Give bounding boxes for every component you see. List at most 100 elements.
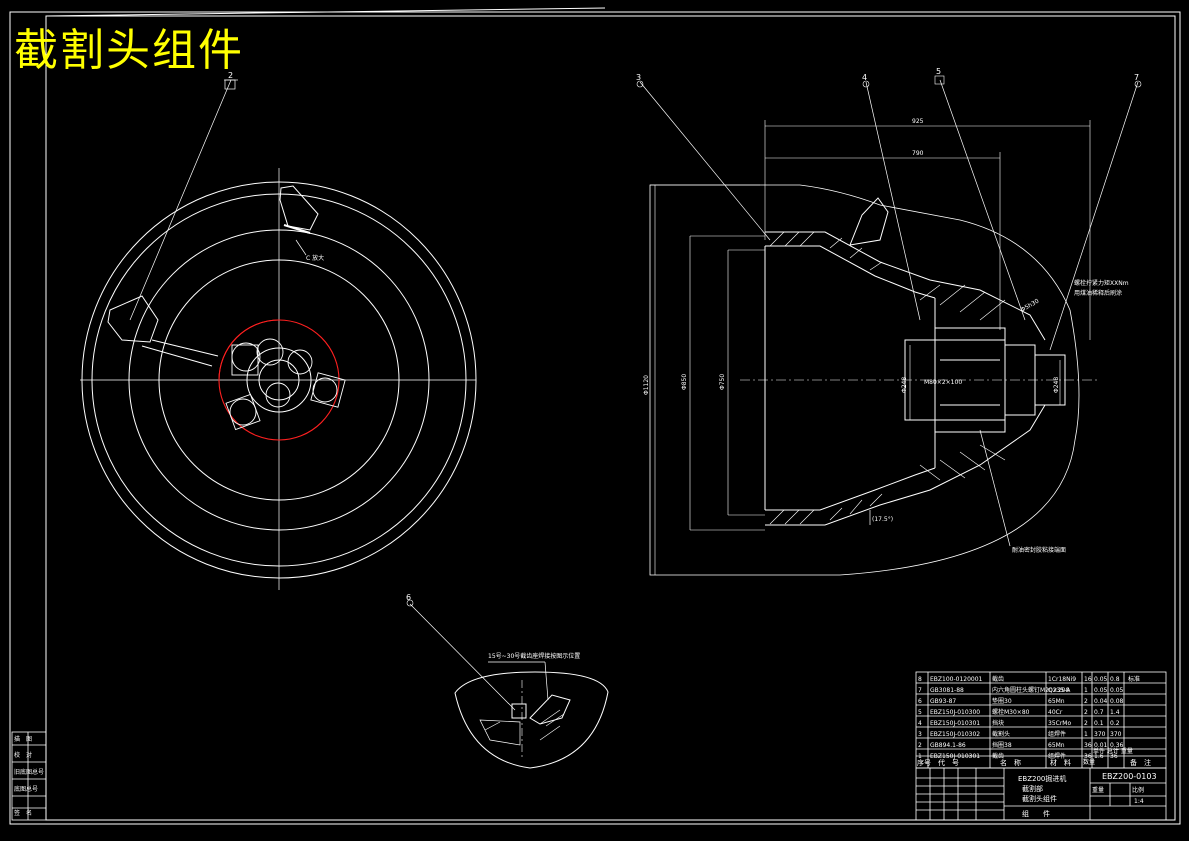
parts-row-4-qty: 2 xyxy=(1084,720,1088,727)
parts-row-7-tw: 0.05 xyxy=(1110,687,1124,694)
hdr-name: 名 称 xyxy=(1000,758,1021,767)
parts-row-4-no: 4 xyxy=(918,720,922,727)
parts-row-8-material: 1Cr18Ni9 xyxy=(1048,676,1076,683)
strip-label-1: 描 图 xyxy=(14,735,32,743)
parts-row-4-code: EBZ150J-010301 xyxy=(930,720,980,727)
parts-row-6-w: 0.04 xyxy=(1094,698,1108,705)
parts-row-3-code: EBZ150J-010302 xyxy=(930,731,980,738)
dim-248: Φ248 xyxy=(901,377,908,393)
balloon-6: 6 xyxy=(406,593,411,602)
parts-row-5-no: 5 xyxy=(918,709,922,716)
parts-row-2-no: 2 xyxy=(918,742,922,749)
detail-note: 15号~30号截齿座焊接按图示位置 xyxy=(488,652,580,660)
parts-row-1-code: EBZ150J-010301 xyxy=(930,753,980,760)
parts-row-4-name: 挡块 xyxy=(992,719,1004,727)
parts-row-2-tw: 0.36 xyxy=(1110,742,1124,749)
parts-row-3-name: 截割头 xyxy=(992,730,1010,738)
front-view-note: C 放大 xyxy=(306,254,324,262)
dim-bore: M80×2×100 xyxy=(924,379,962,386)
balloon-2: 2 xyxy=(228,71,233,80)
drawing-frame xyxy=(9,7,1181,825)
hdr-note: 备 注 xyxy=(1130,758,1151,767)
dim-790: 790 xyxy=(912,150,924,157)
parts-row-5-material: 40Cr xyxy=(1048,709,1063,716)
parts-row-3-w: 370 xyxy=(1094,731,1106,738)
dim-750: Φ750 xyxy=(719,374,726,390)
hdr-material: 材 料 xyxy=(1050,758,1071,767)
detail-view xyxy=(406,599,609,769)
weight-label: 重量 xyxy=(1092,786,1104,794)
left-strip-labels: 描 图 校 对 旧底图总号 底图总号 签 名 xyxy=(14,735,44,817)
front-view xyxy=(80,79,477,590)
parts-row-1-tw: 36 xyxy=(1110,753,1118,760)
parts-row-7-material: Q235-A xyxy=(1048,687,1071,694)
parts-row-2-name: 挡圈38 xyxy=(992,741,1012,749)
note-torque-1: 螺栓拧紧力矩XXNm xyxy=(1074,279,1129,287)
parts-table-grid xyxy=(915,671,1167,769)
dim-1120: Φ1120 xyxy=(643,375,650,395)
title-assembly: 截割部 xyxy=(1022,784,1043,793)
dim-fit: Φ5h30 xyxy=(1020,298,1041,314)
balloon-3: 3 xyxy=(636,73,641,82)
parts-row-3-no: 3 xyxy=(918,731,922,738)
parts-row-3-material: 组焊件 xyxy=(1048,730,1066,738)
scale-label: 比例 xyxy=(1132,786,1144,794)
parts-row-6-qty: 2 xyxy=(1084,698,1088,705)
parts-row-4-w: 0.1 xyxy=(1094,720,1104,727)
parts-row-5-name: 螺栓M30×80 xyxy=(992,708,1030,716)
parts-row-2-code: GB894.1-86 xyxy=(930,742,966,749)
parts-row-5-qty: 2 xyxy=(1084,709,1088,716)
strip-label-5: 签 名 xyxy=(14,809,32,817)
parts-row-5-tw: 1.4 xyxy=(1110,709,1120,716)
parts-row-4-tw: 0.2 xyxy=(1110,720,1120,727)
parts-row-6-no: 6 xyxy=(918,698,922,705)
note-seal: 耐油密封胶粘接端面 xyxy=(1012,546,1066,554)
parts-row-1-qty: 36 xyxy=(1084,753,1092,760)
parts-row-5-w: 0.7 xyxy=(1094,709,1104,716)
parts-row-7-no: 7 xyxy=(918,687,922,694)
parts-row-8-code: EBZ100-0120001 xyxy=(930,676,983,683)
parts-row-2-w: 0.01 xyxy=(1094,742,1108,749)
parts-row-6-name: 垫圈30 xyxy=(992,697,1012,705)
parts-row-4-material: 35CrMo xyxy=(1048,720,1071,727)
parts-row-8-no: 8 xyxy=(918,676,922,683)
parts-row-8-tw: 0.8 xyxy=(1110,676,1120,683)
parts-row-1-name: 截齿 xyxy=(992,752,1004,760)
parts-table-header: 序号 代 号 名 称 材 料 数量 单件 总计 重量 备 注 xyxy=(917,747,1151,767)
balloon-7: 7 xyxy=(1134,73,1139,82)
parts-row-7-name: 内六角圆柱头螺钉M20×200 xyxy=(992,686,1069,694)
dim-248b: Φ248 xyxy=(1053,377,1060,393)
hdr-no: 序号 xyxy=(917,758,931,767)
title-part-name: 截割头组件 xyxy=(1022,794,1057,803)
parts-row-1-no: 1 xyxy=(918,753,922,760)
parts-row-6-material: 65Mn xyxy=(1048,698,1065,705)
parts-row-1-w: 1.6 xyxy=(1094,753,1104,760)
parts-row-2-qty: 36 xyxy=(1084,742,1092,749)
parts-row-8-w: 0.05 xyxy=(1094,676,1108,683)
left-margin-strip xyxy=(11,731,47,821)
parts-row-7-code: GB3081-88 xyxy=(930,687,964,694)
hdr-code: 代 号 xyxy=(938,758,959,767)
balloon-5: 5 xyxy=(936,67,941,76)
title-block xyxy=(915,767,1167,821)
parts-row-3-qty: 1 xyxy=(1084,731,1088,738)
parts-row-2-material: 65Mn xyxy=(1048,742,1065,749)
parts-row-5-code: EBZ150J-010300 xyxy=(930,709,980,716)
dim-925: 925 xyxy=(912,118,924,125)
parts-row-7-w: 0.05 xyxy=(1094,687,1108,694)
hdr-weight: 单件 总计 重量 xyxy=(1093,747,1133,755)
parts-row-8-qty: 16 xyxy=(1084,676,1092,683)
parts-row-6-tw: 0.08 xyxy=(1110,698,1124,705)
balloon-4: 4 xyxy=(862,73,867,82)
dim-850: Φ850 xyxy=(681,374,688,390)
strip-label-2: 校 对 xyxy=(14,751,32,759)
scale-value: 1:4 xyxy=(1134,798,1144,805)
strip-label-3: 旧底图总号 xyxy=(14,768,44,776)
title-product: EBZ200掘进机 xyxy=(1018,774,1066,783)
section-view xyxy=(636,75,1142,576)
drawing-number: EBZ200-0103 xyxy=(1102,772,1157,781)
drawing-title: 截割头组件 xyxy=(14,25,244,76)
parts-row-3-tw: 370 xyxy=(1110,731,1122,738)
